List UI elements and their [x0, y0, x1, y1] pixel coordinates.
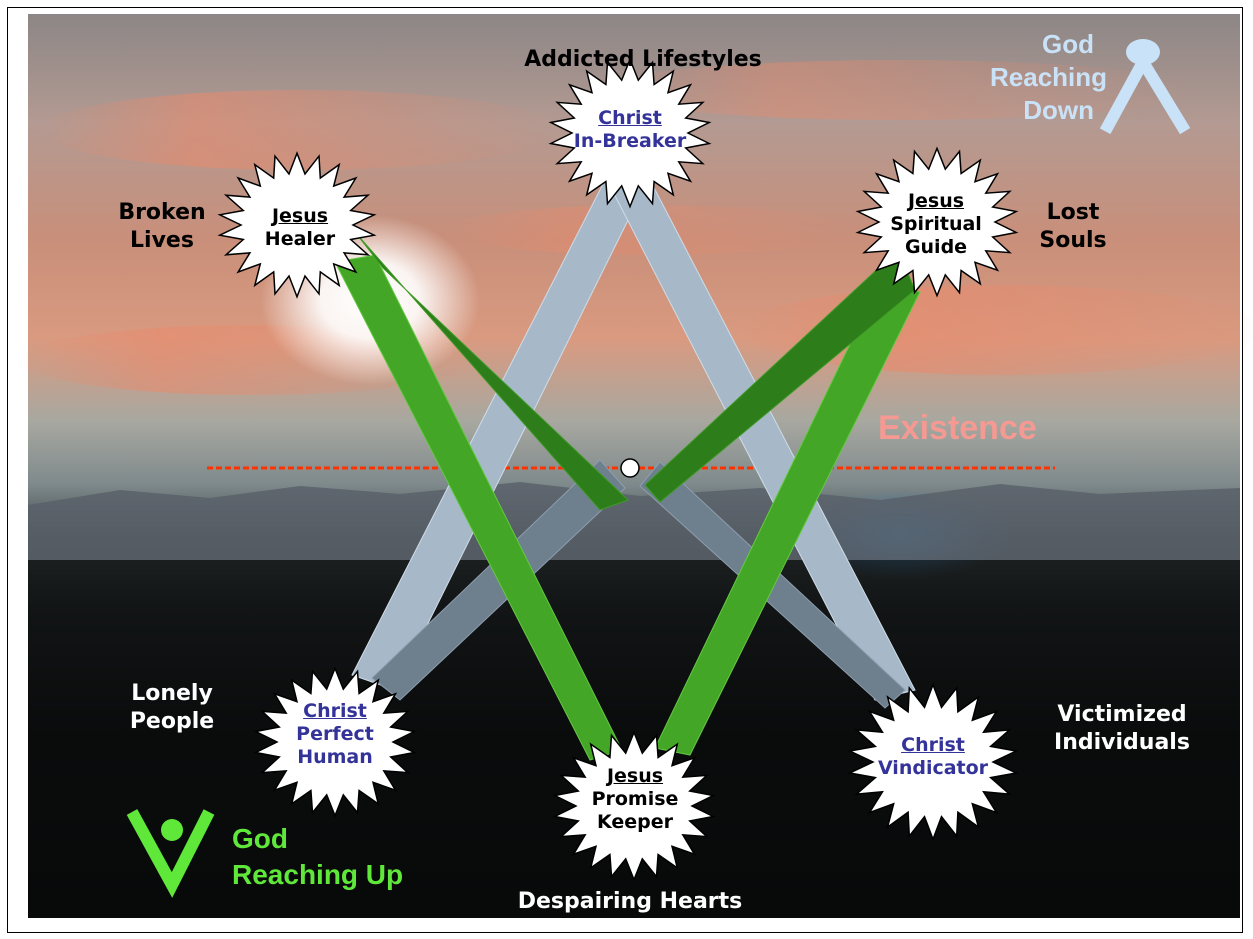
legend-up-line1: God [232, 823, 288, 854]
starburst-jesus-promise-keeper [552, 730, 716, 882]
burst-line: Vindicator [877, 757, 989, 779]
beam-spiritual-guide-to-center [644, 249, 916, 503]
legend-down-line1: God [1042, 29, 1094, 59]
existence-label: Existence [878, 409, 1037, 447]
burst-title: Christ [901, 734, 965, 756]
starburst-christ-vindicator [847, 682, 1019, 842]
burst-line: Perfect [296, 723, 374, 745]
burst-jesus-spiritual-guide-text: Jesus Spiritual Guide [876, 190, 996, 259]
label-victimized-line2: Individuals [1054, 730, 1190, 755]
beam-healer-to-center [354, 231, 629, 511]
label-addicted-lifestyles: Addicted Lifestyles [524, 47, 762, 72]
label-lost-souls: Lost Souls [1018, 199, 1128, 255]
burst-christ-perfect-human-text: Christ Perfect Human [275, 700, 395, 769]
legend-down-line3: Down [1023, 95, 1094, 125]
label-lonely-line2: People [129, 709, 215, 734]
legend-reaching-up: God Reaching Up [232, 821, 403, 893]
burst-line: Guide [904, 236, 968, 258]
burst-title: Christ [303, 700, 367, 722]
burst-christ-vindicator-text: Christ Vindicator [868, 734, 998, 780]
label-victimized-individuals: Victimized Individuals [1032, 701, 1212, 757]
label-broken-lives: Broken Lives [92, 199, 232, 255]
label-broken-line1: Broken [118, 200, 206, 225]
burst-title: Christ [598, 107, 662, 129]
starburst-christ-in-breaker [548, 57, 712, 209]
label-lonely-people: Lonely People [102, 680, 242, 736]
jesus-beams [334, 231, 921, 761]
burst-jesus-healer-text: Jesus Healer [240, 205, 360, 251]
legend-up-line2: Reaching Up [232, 859, 404, 890]
reaching-up-figure-icon [126, 809, 215, 898]
burst-line: In-Breaker [573, 130, 687, 152]
burst-line: Human [297, 746, 373, 768]
label-lost-line2: Souls [1039, 228, 1107, 253]
reaching-down-figure-icon [1099, 39, 1191, 135]
burst-line: Keeper [596, 811, 674, 833]
legend-down-line2: Reaching [990, 62, 1108, 92]
label-lost-line1: Lost [1046, 200, 1100, 225]
burst-line: Promise [591, 788, 679, 810]
starburst-jesus-healer [217, 151, 377, 299]
burst-title: Jesus [606, 765, 664, 787]
starburst-christ-perfect-human [253, 666, 417, 818]
burst-line: Spiritual [890, 213, 982, 235]
label-victimized-line1: Victimized [1057, 702, 1187, 727]
burst-title: Jesus [907, 190, 965, 212]
starburst-jesus-spiritual-guide [855, 146, 1019, 298]
legend-reaching-down: God Reaching Down [990, 28, 1108, 127]
pivot-circle [620, 458, 640, 478]
burst-jesus-promise-keeper-text: Jesus Promise Keeper [575, 765, 695, 834]
burst-title: Jesus [271, 205, 329, 227]
label-lonely-line1: Lonely [131, 681, 213, 706]
burst-christ-in-breaker-text: Christ In-Breaker [560, 107, 700, 153]
label-broken-line2: Lives [130, 228, 194, 253]
label-despairing-hearts: Despairing Hearts [517, 889, 743, 914]
burst-line: Healer [264, 228, 336, 250]
